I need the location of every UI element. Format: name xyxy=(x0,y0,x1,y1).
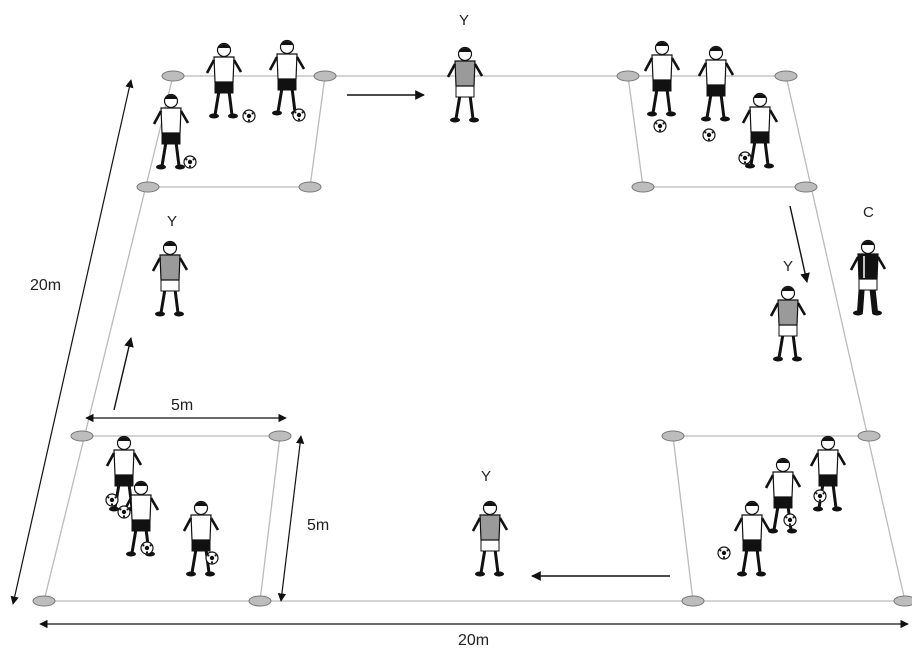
label-y-top: Y xyxy=(459,12,469,29)
player-attacker xyxy=(182,500,220,577)
player-attacker xyxy=(809,435,847,512)
ball xyxy=(653,119,667,133)
label-grid-width-5m: 5m xyxy=(171,397,193,414)
cone xyxy=(681,595,705,607)
dimension-lines xyxy=(10,79,909,629)
label-left-20m: 20m xyxy=(30,277,61,294)
arrow-left xyxy=(113,337,134,411)
label-c: C xyxy=(863,204,874,221)
cone xyxy=(794,181,818,193)
movement-arrows xyxy=(113,90,810,581)
cone xyxy=(268,430,292,442)
cone xyxy=(32,595,56,607)
ball xyxy=(205,551,219,565)
player-attacker xyxy=(643,40,681,117)
grid-bottom-right xyxy=(672,435,869,602)
grid-top-right xyxy=(627,75,806,188)
cone xyxy=(70,430,94,442)
cone xyxy=(857,430,881,442)
ball xyxy=(140,541,154,555)
cone xyxy=(313,70,337,82)
ball xyxy=(105,493,119,507)
ball xyxy=(292,108,306,122)
cone xyxy=(248,595,272,607)
cone xyxy=(136,181,160,193)
ball xyxy=(813,489,827,503)
player-defender xyxy=(769,285,807,362)
player-attacker xyxy=(268,39,306,116)
arrow-right xyxy=(789,205,810,283)
players xyxy=(105,39,887,577)
player-attacker xyxy=(205,42,243,119)
ball xyxy=(183,155,197,169)
ball xyxy=(702,128,716,142)
ball xyxy=(242,109,256,123)
player-attacker xyxy=(733,500,771,577)
coach-figure xyxy=(849,239,887,316)
ball xyxy=(783,513,797,527)
cone xyxy=(298,181,322,193)
dim-grid-height-5m xyxy=(277,435,305,602)
grid-top-left xyxy=(148,75,326,188)
ball xyxy=(717,546,731,560)
grid-bottom-left xyxy=(82,435,281,602)
player-defender xyxy=(446,46,484,123)
label-bottom-20m: 20m xyxy=(458,632,489,648)
cone xyxy=(161,70,185,82)
ball xyxy=(117,505,131,519)
label-y-right: Y xyxy=(783,258,793,275)
label-y-left: Y xyxy=(167,213,177,230)
cone xyxy=(661,430,685,442)
player-defender xyxy=(151,240,189,317)
player-attacker xyxy=(122,480,160,557)
cone xyxy=(774,70,798,82)
player-attacker xyxy=(697,45,735,122)
dim-left-20m xyxy=(10,79,134,605)
cone xyxy=(631,181,655,193)
balls xyxy=(105,108,827,565)
label-grid-height-5m: 5m xyxy=(307,517,329,534)
player-attacker xyxy=(152,93,190,170)
label-y-bottom: Y xyxy=(481,468,491,485)
player-attacker xyxy=(764,457,802,534)
cone xyxy=(616,70,640,82)
player-attacker xyxy=(741,92,779,169)
cone xyxy=(893,595,912,607)
ball xyxy=(738,151,752,165)
player-defender xyxy=(471,500,509,577)
